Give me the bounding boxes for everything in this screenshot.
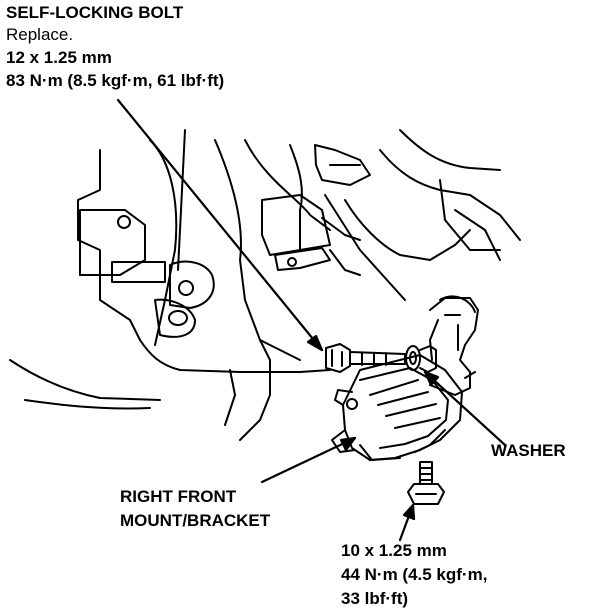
leader-arrows — [116, 98, 507, 542]
lower-bolt — [407, 461, 445, 505]
lower-bolt-size: 10 x 1.25 mm — [341, 541, 447, 560]
bolt-leader-arrow — [116, 98, 324, 352]
lower-bolt-torque-line2: 33 lbf·ft) — [341, 589, 409, 608]
mount-bracket-body — [331, 354, 476, 461]
washer-leader-arrow — [423, 370, 507, 447]
lower-bolt-torque-line1: 44 N·m (4.5 kgf·m, — [341, 565, 488, 584]
washer-label: WASHER — [491, 441, 566, 460]
bolt-note: Replace. — [6, 25, 74, 44]
upper-bracket — [429, 295, 479, 396]
self-locking-bolt — [325, 343, 406, 373]
mount-label-line1: RIGHT FRONT — [120, 487, 237, 506]
bolt-torque: 83 N·m (8.5 kgf·m, 61 lbf·ft) — [6, 71, 225, 90]
mount-label-line2: MOUNT/BRACKET — [120, 511, 271, 530]
engine-block-outline — [9, 129, 521, 441]
mount-leader-arrow — [260, 436, 357, 484]
lower-bolt-arrowhead — [402, 503, 416, 521]
bolt-arrowhead — [306, 334, 324, 352]
bolt-size: 12 x 1.25 mm — [6, 48, 112, 67]
washer — [405, 345, 437, 373]
washer-arrowhead — [423, 370, 440, 387]
mount-arrowhead — [339, 436, 357, 452]
bolt-title: SELF-LOCKING BOLT — [6, 3, 184, 22]
